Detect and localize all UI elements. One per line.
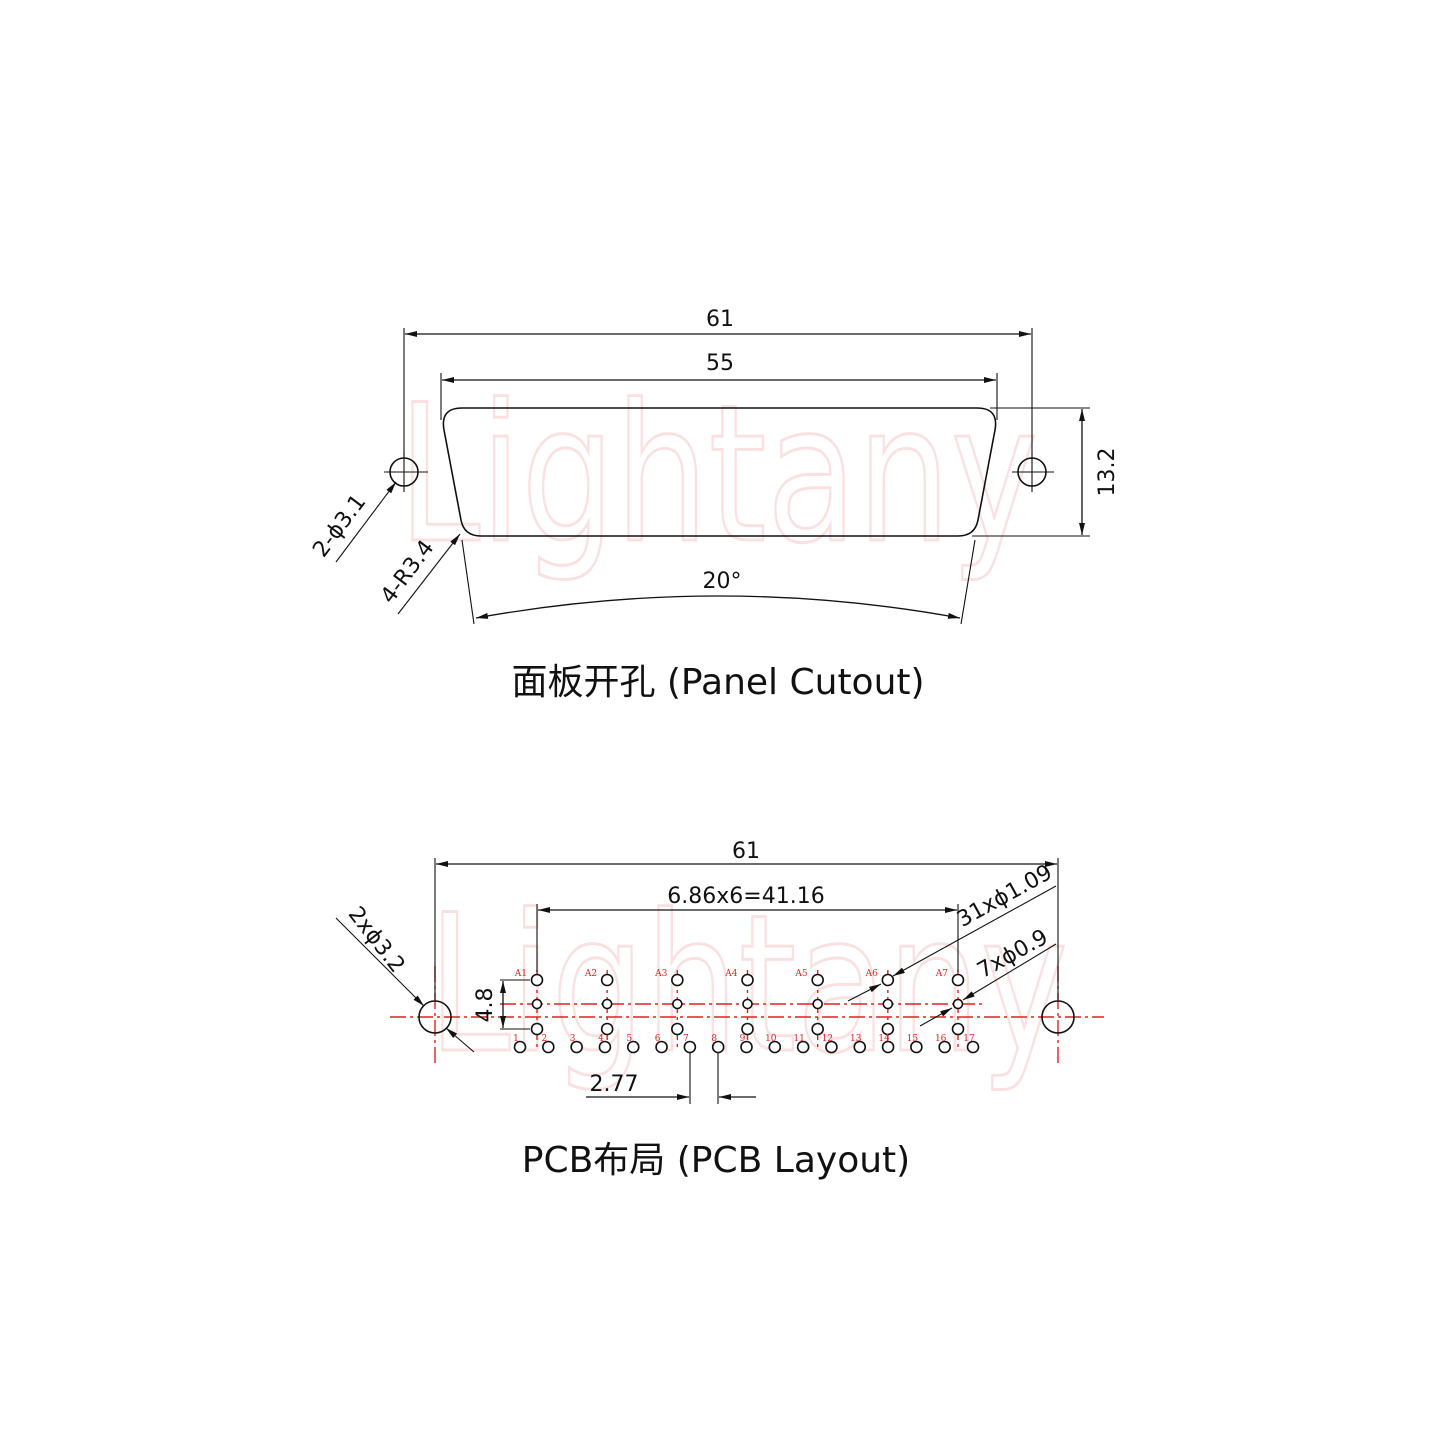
contact-label: A7 <box>935 969 948 979</box>
signal-hole <box>910 1040 923 1054</box>
pcb-leader-mount-holes <box>335 917 425 1007</box>
signal-hole <box>768 1040 782 1054</box>
signal-hole <box>825 1040 838 1054</box>
signal-hole <box>881 1040 895 1054</box>
signal-hole <box>671 1022 684 1036</box>
signal-hole <box>513 1040 527 1054</box>
pcb-mount-hole-left <box>418 1000 452 1034</box>
contact-label: A4 <box>724 969 737 979</box>
contact-label: A3 <box>654 969 667 979</box>
dim-height: 13.2 <box>1095 448 1120 497</box>
panel-cutout-caption: 面板开孔 (Panel Cutout) <box>511 662 924 703</box>
contact-hole <box>672 998 683 1010</box>
signal-hole <box>881 1022 895 1036</box>
mount-hole-right <box>1012 452 1054 492</box>
signal-hole <box>881 973 895 987</box>
pin-label: 17 <box>963 1034 975 1044</box>
pin-label: 12 <box>822 1034 833 1044</box>
contact-label: A2 <box>584 969 597 979</box>
signal-hole <box>811 973 824 987</box>
angle-ext-right <box>960 539 976 625</box>
signal-hole <box>530 973 544 987</box>
signal-hole <box>951 973 965 987</box>
contact-label: A6 <box>865 969 878 979</box>
pin-label: 4 <box>598 1034 604 1044</box>
pin-label: 3 <box>570 1034 576 1044</box>
pcb-leader-signal-holes-tail <box>847 983 882 1002</box>
watermark-panel: Lightany <box>398 364 1038 585</box>
signal-hole <box>741 973 754 987</box>
pin-label: 8 <box>711 1034 717 1044</box>
signal-hole <box>951 1022 965 1036</box>
contact-hole <box>531 998 543 1010</box>
contact-hole <box>952 998 964 1010</box>
contact-label: A5 <box>794 969 807 979</box>
pcb-leader-contact-holes-tail <box>919 1007 953 1027</box>
pcb-leader-mount-holes-tail <box>445 1027 475 1053</box>
pin-label: 7 <box>683 1034 689 1044</box>
pcb-dim-mount-holes: 2xϕ3.2 <box>343 902 410 978</box>
signal-hole <box>938 1040 951 1054</box>
pcb-dim-signal-pitch: 2.77 <box>590 1072 639 1097</box>
dim-overall-width: 61 <box>706 307 734 332</box>
contact-holes: A1 A2 A3 A4 A5 A6 A7 <box>514 969 965 1036</box>
contact-hole <box>601 998 613 1010</box>
signal-hole <box>683 1040 697 1054</box>
pin-label: 14 <box>878 1034 890 1044</box>
signal-hole <box>600 973 614 987</box>
contact-label: A1 <box>514 969 527 979</box>
signal-hole <box>598 1040 612 1054</box>
dim-mount-holes: 2-ϕ3.1 <box>308 490 371 562</box>
signal-hole <box>671 973 684 987</box>
signal-hole <box>811 1022 824 1036</box>
leader-corner-radius <box>397 533 461 615</box>
contact-hole <box>742 998 753 1010</box>
signal-hole <box>655 1040 668 1054</box>
pcb-dim-row-height: 4.8 <box>473 988 498 1023</box>
signal-hole <box>626 1040 640 1054</box>
pin-label: 9 <box>740 1034 746 1044</box>
panel-cutout-outline <box>442 407 997 537</box>
pcb-leader-signal-holes <box>892 885 1057 977</box>
angle-ext-left <box>461 539 475 625</box>
pin-label: 15 <box>907 1034 919 1044</box>
signal-hole <box>741 1022 754 1036</box>
signal-hole <box>796 1040 810 1054</box>
dim-shell-width: 55 <box>706 351 734 376</box>
pin-label: 1 <box>513 1034 519 1044</box>
pcb-layout-caption: PCB布局 (PCB Layout) <box>522 1140 910 1181</box>
pin-label: 5 <box>626 1034 632 1044</box>
signal-hole <box>711 1040 725 1054</box>
pin-label: 10 <box>765 1034 777 1044</box>
contact-hole <box>812 998 823 1010</box>
signal-hole <box>530 1022 544 1036</box>
signal-hole <box>542 1040 555 1054</box>
mount-hole-left <box>384 452 428 492</box>
pcb-mount-hole-right <box>1041 1000 1075 1034</box>
signal-hole <box>853 1040 867 1054</box>
contact-hole <box>882 998 894 1010</box>
signal-hole <box>740 1040 753 1054</box>
pin-label: 2 <box>541 1034 547 1044</box>
pcb-dim-overall-width: 61 <box>732 839 760 864</box>
pin-label: 6 <box>655 1034 661 1044</box>
leader-mount-holes <box>335 481 397 563</box>
signal-hole <box>600 1022 614 1036</box>
signal-hole <box>570 1040 583 1054</box>
pin-label: 11 <box>793 1034 804 1044</box>
angle-arc <box>475 595 961 619</box>
signal-hole <box>966 1040 980 1054</box>
pcb-dim-contact-pitch: 6.86x6=41.16 <box>667 884 824 909</box>
pin-label: 13 <box>850 1034 862 1044</box>
dim-angle: 20° <box>703 569 742 594</box>
pcb-leader-contact-holes <box>962 943 1057 1001</box>
pin-label: 16 <box>935 1034 947 1044</box>
